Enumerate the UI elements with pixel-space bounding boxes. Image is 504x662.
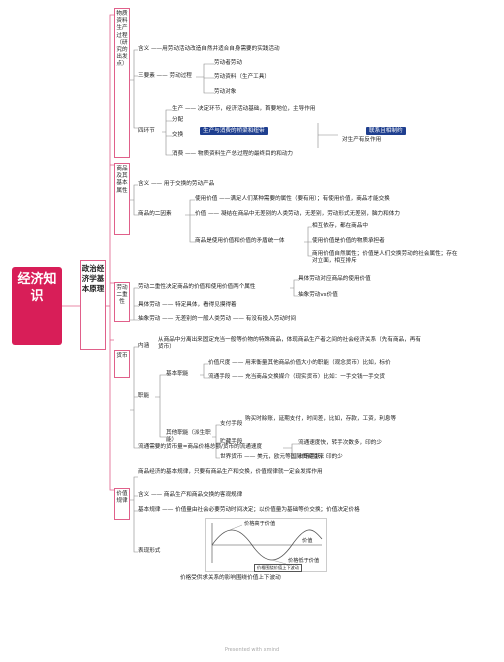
s2-carrier: 使用价值是价值的物质承担者 [312, 238, 385, 244]
s2-opposition: 商用价值自然属性；价值是人们交换劳动的社会属性；存在对立面，相互排斥 [312, 251, 458, 264]
fig-label-below: 价格低于价值 [288, 558, 320, 564]
s2-two-factors: 商品的二因素 [138, 211, 172, 217]
s5-forms: 表现形式 [138, 548, 161, 554]
s1-mutual-box: 联系且相制约 [366, 127, 406, 135]
s1-distribution: 分配 [172, 117, 184, 123]
s3-concrete-labor: 具体劳动 —— 特定具体，看得见摸得着 [138, 302, 237, 308]
section-value-law: 价值规律 [114, 488, 130, 520]
s2-interdependent: 相互依存，都在商品中 [312, 223, 368, 229]
watermark: Presented with xmind [224, 647, 280, 653]
s1-reaction: 对生产有反作用 [342, 137, 382, 143]
s4-basic-functions: 基本职能 [166, 371, 189, 377]
price-wave-svg [211, 523, 323, 565]
s1-labor-means: 劳动资料（生产工具） [214, 74, 270, 80]
s1-bridge-box: 生产与消费的桥梁和纽带 [200, 127, 268, 135]
s2-definition: 含义 —— 用于交换的劳动产品 [138, 181, 215, 187]
fig-label-above: 价格高于价值 [244, 521, 276, 527]
s1-four-links: 四环节 [138, 128, 155, 134]
s2-unity: 商品是使用价值和价值的矛盾统一体 [195, 238, 285, 244]
s4-market: 市场活跃，印的少 [298, 454, 343, 460]
section-money-label: 货币 [116, 353, 128, 359]
s4-connotation-text: 从商品中分离出来固定充当一般等价物的特殊商品，体现商品生产者之间的社会经济关系（… [158, 337, 421, 350]
s3-abstract-labor: 抽象劳动 —— 无差别的一般人类劳动 —— 有没有投入劳动时间 [138, 316, 297, 322]
section-commodity: 商品及其基本属性 [114, 163, 130, 235]
section-labor-duality-label: 劳动二重性 [116, 285, 128, 306]
s1-consumption: 消费 —— 物质资料生产总过程的最终目的和动力 [172, 151, 294, 157]
level1-label: 政治经济学基本原理 [81, 264, 105, 293]
section-money: 货币 [114, 350, 130, 378]
s4-connotation: 内涵 [138, 343, 150, 349]
s2-use-value: 使用价值 ——满足人们某种需要的属性（要有用）；有使用价值，商品才能交换 [195, 196, 390, 202]
s3-concrete-use: 具体劳动对应商品的使用价值 [298, 276, 371, 282]
s4-storage: 贮藏手段 [220, 439, 243, 445]
section-labor-duality: 劳动二重性 [114, 282, 130, 322]
fig-label-value: 价值 [302, 538, 313, 544]
section-value-law-label: 价值规律 [116, 491, 128, 505]
s5-basic-law: 商品经济的基本规律，只要有商品生产和交换，价值规律就一定会发挥作用 [138, 469, 323, 475]
s2-value: 价值 —— 凝结在商品中无差别的人类劳动，无差别，劳动形式无差别，脑力和体力 [195, 211, 400, 217]
s3-decides: 劳动二重性决定商品的价值和使用价值两个属性 [138, 284, 256, 290]
section-production: 物质资料生产过程（研究的出发点） [114, 8, 130, 158]
s4-other-functions: 其他职能（派生职能） [166, 430, 211, 443]
root-label: 经济知识 [17, 272, 57, 304]
s1-labor-object: 劳动对象 [214, 89, 237, 95]
s4-functions: 职能 [138, 393, 150, 399]
s5-requirements: 基本规律 —— 价值量由社会必要劳动时间决定；以价值量为基础等价交换；价值决定价… [138, 507, 360, 513]
s4-payment: 支付手段 [220, 421, 243, 427]
s1-exchange: 交换 [172, 132, 184, 138]
s4-value-measure: 价值尺度 —— 用来衡量其他商品价值大小的职能（观念货币）比如，标价 [208, 360, 391, 366]
root-node: 经济知识 [12, 267, 62, 345]
s1-definition: 含义 ——用劳动活动改造自然并适合自身需要的实践活动 [138, 46, 280, 52]
s5-figure-caption: 价格受供求关系的影响围绕价值上下波动 [180, 575, 281, 581]
section-commodity-label: 商品及其基本属性 [116, 166, 128, 194]
fig-inner-caption: 价格围绕价值上下波动 [254, 564, 302, 572]
s4-payment-text: 购买时赊账，延期支付，时间差，比如，存款，工资，利息等 [245, 416, 397, 422]
s4-velocity: 流通速度快，转手次数多，印的少 [298, 440, 382, 446]
s1-production: 生产 —— 决定环节，经济活动基础，首要地位，主导作用 [172, 106, 316, 112]
s4-circulation: 流通手段 —— 充当商品交换媒介（现实货币）比如：一手交钱一手交货 [208, 374, 385, 380]
level1-node: 政治经济学基本原理 [80, 260, 106, 350]
section-production-label: 物质资料生产过程（研究的出发点） [116, 11, 128, 68]
s1-laborer: 劳动者劳动 [214, 60, 242, 66]
s3-abstract-value: 抽象劳动vs价值 [298, 292, 338, 298]
s4-world-money: 世界货币 —— 美元，欧元等国际贸易往来 [220, 454, 325, 460]
s4-money-quantity: 流通需要的货币量=商品价格总额/货币的流通速度 [138, 444, 263, 450]
s5-definition: 含义 —— 商品生产和商品交换的客观规律 [138, 492, 243, 498]
s1-three-elements: 三要素 —— 劳动过程 [138, 73, 192, 79]
price-value-figure: 价格高于价值 价格低于价值 价值 价格围绕价值上下波动 [205, 518, 327, 572]
